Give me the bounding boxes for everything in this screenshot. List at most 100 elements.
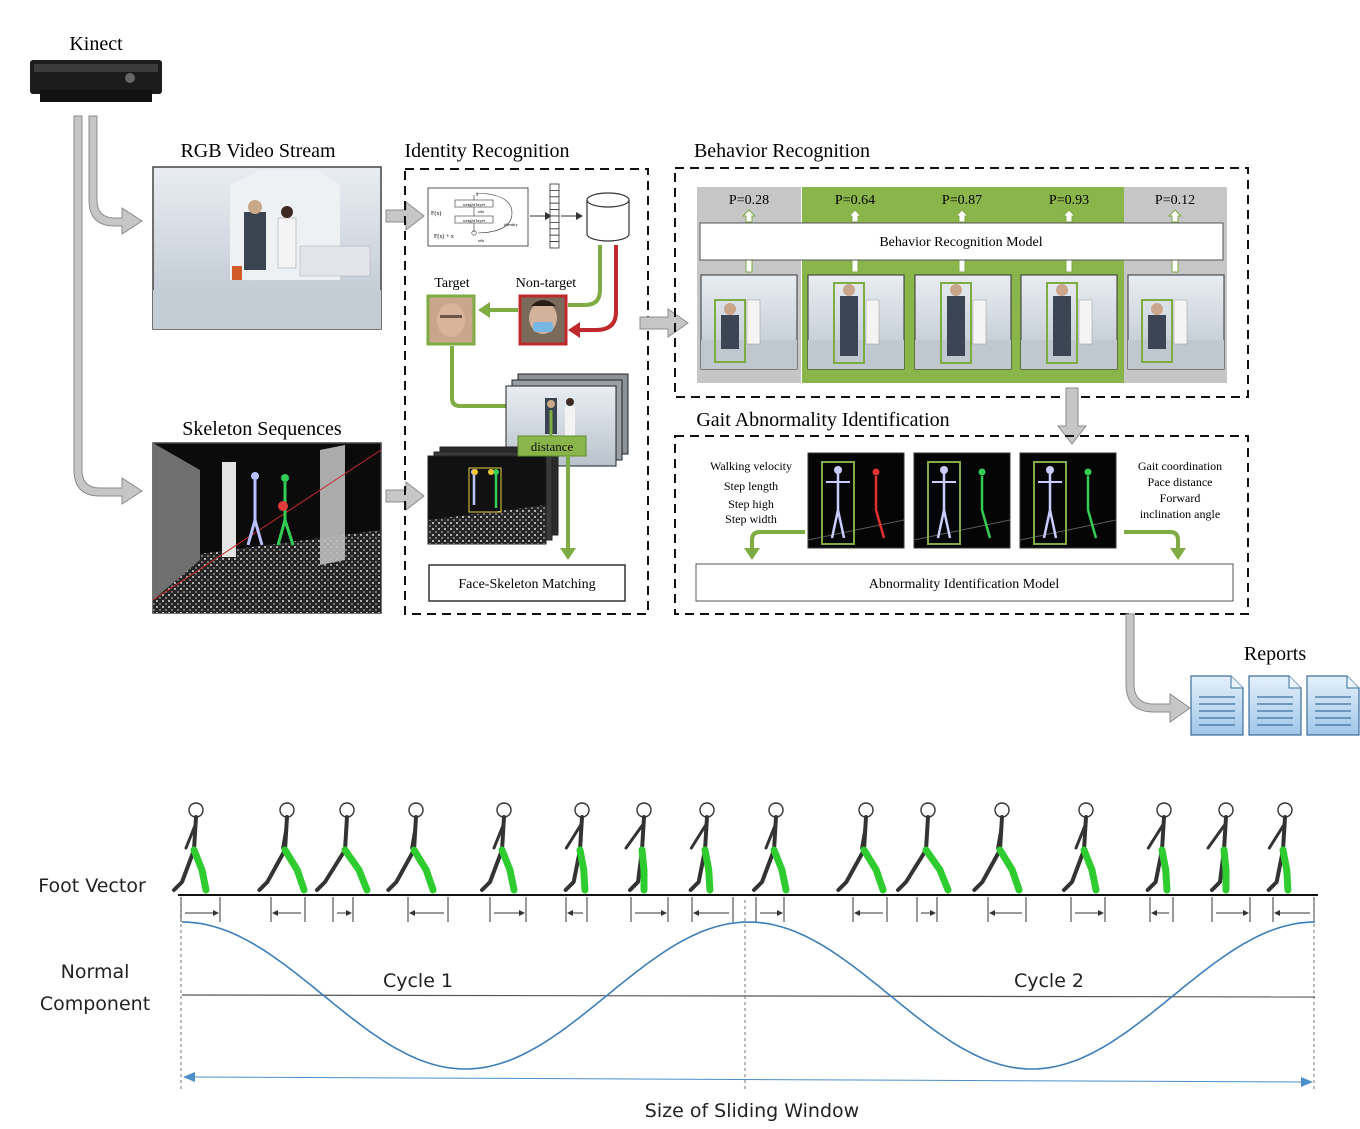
walker-head <box>1218 802 1234 818</box>
behavior-prob-label-3: P=0.93 <box>1049 193 1089 208</box>
skeleton-frame-image <box>152 442 382 614</box>
gait-frame-other-head-0 <box>872 468 880 476</box>
walker-arm <box>1206 821 1228 850</box>
walker-highlighted-leg <box>341 846 371 894</box>
behavior-frame-bbox-2 <box>940 282 972 364</box>
walker-arm <box>1267 821 1287 850</box>
distance-box <box>517 435 587 457</box>
walker-arm <box>343 821 349 850</box>
distance-label: distance <box>531 439 574 454</box>
walker-back-leg <box>257 848 287 892</box>
gait-feature-left-3: Step width <box>725 512 777 526</box>
gait-frame-other-leg-1 <box>980 509 992 539</box>
walker-back-leg <box>172 848 196 892</box>
behavior-input-connector-0 <box>745 259 753 273</box>
walker-head <box>1156 802 1172 818</box>
behavior-output-arrow-1 <box>847 209 863 223</box>
behavior-frame-person-0 <box>721 315 739 349</box>
step-arrowhead <box>930 910 936 916</box>
gait-frame-head-2 <box>1046 466 1054 474</box>
gait-frame-other-leg-2 <box>1086 509 1098 539</box>
gait-right-features: Gait coordination Pace distance Forward … <box>1138 459 1222 521</box>
kinect-to-skeleton-arrow <box>73 115 143 505</box>
walker-back-leg <box>1062 848 1086 892</box>
nontarget-label: Non-target <box>516 276 576 291</box>
behavior-input-connector-3 <box>1065 259 1073 273</box>
walker-arm <box>689 821 709 850</box>
behavior-frame-nurse-2 <box>972 299 987 345</box>
walker-highlighted-leg <box>576 846 589 894</box>
step-arrowhead <box>409 910 415 916</box>
walker-highlighted-leg <box>1279 846 1292 894</box>
gait-frame-right-leg-1 <box>942 509 952 539</box>
gait-title: Gait Abnormality Identification <box>696 409 949 431</box>
walker-back-leg <box>1266 848 1285 892</box>
gait-frame-2 <box>1019 452 1117 549</box>
behavior-frame-bbox-4 <box>1141 299 1173 363</box>
walker-highlighted-leg <box>770 846 790 894</box>
walker-head <box>574 802 590 818</box>
feature-vector-cell <box>549 209 560 217</box>
step-arrowhead <box>777 910 783 916</box>
gait-frame-other-head-1 <box>978 468 986 476</box>
gait-frame-bbox-1 <box>927 461 961 545</box>
skeleton-label: Skeleton Sequences <box>182 418 342 440</box>
walker-head <box>188 802 204 818</box>
step-arrowhead <box>213 910 219 916</box>
gait-frame-1 <box>913 452 1011 549</box>
walker-back-leg <box>972 848 1002 892</box>
walker-back-leg <box>1145 848 1164 892</box>
walker-arm <box>996 821 1004 850</box>
walker-highlighted-leg <box>190 846 210 894</box>
rgb-label: RGB Video Stream <box>180 140 336 162</box>
gait-feature-right-2: Forward <box>1160 491 1201 505</box>
behavior-frame-person-3 <box>1053 296 1071 356</box>
walker-back-leg <box>896 848 928 892</box>
resnet-relu-2: relu <box>478 238 484 243</box>
behavior-prob-label-1: P=0.64 <box>835 193 875 208</box>
normal-component-curve <box>181 921 1316 1070</box>
gait-right-arrow <box>1124 530 1180 548</box>
step-arrowhead <box>1243 910 1249 916</box>
gait-frame-left-leg-1 <box>936 509 946 539</box>
kinect-device-icon <box>30 60 162 102</box>
gait-frame-right-leg-2 <box>1048 509 1058 539</box>
face-skeleton-matching-box <box>428 564 626 602</box>
behavior-input-connector-2 <box>958 259 966 273</box>
walker-highlighted-leg <box>498 846 518 894</box>
feature-vector-cell <box>549 234 560 242</box>
walker-arm <box>564 821 584 850</box>
feature-vector-cell <box>549 189 560 198</box>
db-to-target-arrow <box>568 245 602 307</box>
behavior-frame-head-0 <box>724 303 736 315</box>
target-label: Target <box>434 276 469 291</box>
resnet-identity: identity <box>504 222 518 227</box>
behavior-to-gait-arrow <box>1056 387 1088 445</box>
step-arrowhead <box>693 910 699 916</box>
behavior-frame-bbox-0 <box>714 299 746 363</box>
gait-frame-bbox-0 <box>821 461 855 545</box>
resnet-x: x <box>476 193 479 198</box>
gait-frame-left-leg-2 <box>1042 509 1052 539</box>
behavior-frame-person-2 <box>947 296 965 356</box>
gait-frame-left-leg-0 <box>830 509 840 539</box>
behavior-frame-nurse-1 <box>865 299 880 345</box>
walker-highlighted-leg <box>701 846 714 894</box>
step-arrowhead <box>854 910 860 916</box>
walker-highlighted-leg <box>996 846 1023 894</box>
gait-frame-other-head-2 <box>1084 468 1092 476</box>
walker-highlighted-leg <box>1080 846 1100 894</box>
step-arrowhead <box>989 910 995 916</box>
feature-vector-cell <box>549 183 560 191</box>
step-arrowhead <box>1274 910 1280 916</box>
cycle-1-label: Cycle 1 <box>383 970 453 992</box>
behavior-frame-nurse-3 <box>1078 299 1093 345</box>
walker-highlighted-leg <box>1158 846 1171 894</box>
walker-head <box>768 802 784 818</box>
gait-feature-left-1: Step length <box>724 479 778 493</box>
behavior-output-arrow-4 <box>1167 209 1183 223</box>
resnet-fx: F(x) <box>431 210 441 217</box>
gait-frame-floor-line-0 <box>807 519 905 541</box>
behavior-output-arrow-2 <box>954 209 970 223</box>
step-arrowhead <box>567 910 573 916</box>
